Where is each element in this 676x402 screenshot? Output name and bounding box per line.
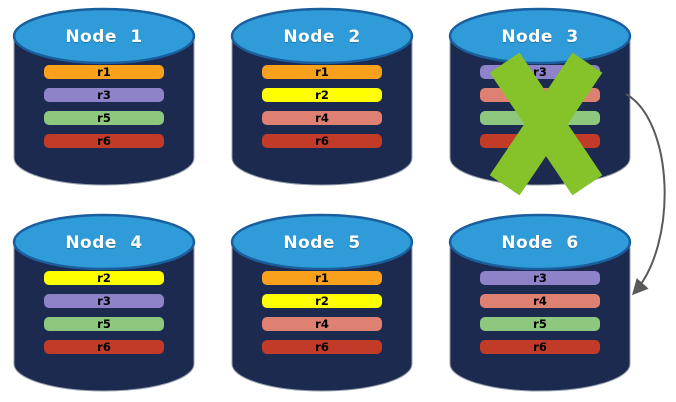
node-grid: Node 1 r1 r3 r5 r6 Node 2 r1 r2 r4 r6 Node 3 xyxy=(12,6,632,394)
replica-rows: r3 r4 r5 r6 xyxy=(480,65,600,148)
replica-row: r3 xyxy=(480,271,600,285)
replica-row-label: r1 xyxy=(97,65,111,79)
replica-row-label: r3 xyxy=(533,271,547,285)
replica-row: r6 xyxy=(262,340,382,354)
replica-row-label: r5 xyxy=(533,317,547,331)
replica-row-label: r6 xyxy=(315,340,329,354)
replica-row-label: r1 xyxy=(315,65,329,79)
replica-row-label: r6 xyxy=(97,134,111,148)
node-title: Node 2 xyxy=(283,27,361,47)
replica-row-label: r1 xyxy=(315,271,329,285)
replica-rows: r1 r2 r4 r6 xyxy=(262,271,382,354)
replica-row: r2 xyxy=(262,294,382,308)
node-title: Node 4 xyxy=(65,233,143,253)
replica-rows: r1 r3 r5 r6 xyxy=(44,65,164,148)
replica-row: r6 xyxy=(480,134,600,148)
replica-row-label: r6 xyxy=(315,134,329,148)
replica-row-label: r2 xyxy=(97,271,111,285)
replica-row-label: r6 xyxy=(97,340,111,354)
replica-row-label: r5 xyxy=(533,111,547,125)
replica-row: r4 xyxy=(480,88,600,102)
replica-row: r4 xyxy=(262,111,382,125)
node-3: Node 3 r3 r4 r5 r6 xyxy=(448,6,632,196)
replica-row: r6 xyxy=(44,134,164,148)
replica-row-label: r3 xyxy=(533,65,547,79)
replica-row: r6 xyxy=(44,340,164,354)
replica-row: r5 xyxy=(480,111,600,125)
node-title: Node 6 xyxy=(501,233,579,253)
replica-row: r6 xyxy=(480,340,600,354)
replica-row: r4 xyxy=(262,317,382,331)
replica-row-label: r4 xyxy=(533,88,547,102)
replica-row: r1 xyxy=(262,65,382,79)
replica-row-label: r2 xyxy=(315,88,329,102)
replica-row: r2 xyxy=(44,271,164,285)
replica-row-label: r3 xyxy=(97,88,111,102)
replica-row-label: r5 xyxy=(97,317,111,331)
replica-row-label: r3 xyxy=(97,294,111,308)
replica-row: r3 xyxy=(44,88,164,102)
replica-row-label: r2 xyxy=(315,294,329,308)
replica-row: r4 xyxy=(480,294,600,308)
replica-row-label: r4 xyxy=(315,317,329,331)
replica-row-label: r6 xyxy=(533,340,547,354)
replica-row-label: r6 xyxy=(533,134,547,148)
replica-rows: r3 r4 r5 r6 xyxy=(480,271,600,354)
replica-row-label: r4 xyxy=(315,111,329,125)
node-6: Node 6 r3 r4 r5 r6 xyxy=(448,212,632,394)
replica-row-label: r4 xyxy=(533,294,547,308)
node-title: Node 1 xyxy=(65,27,143,47)
replica-row: r5 xyxy=(44,111,164,125)
node-title: Node 3 xyxy=(501,27,579,47)
replica-row: r5 xyxy=(44,317,164,331)
node-5: Node 5 r1 r2 r4 r6 xyxy=(230,212,414,394)
replica-row: r6 xyxy=(262,134,382,148)
node-2: Node 2 r1 r2 r4 r6 xyxy=(230,6,414,188)
replica-row: r3 xyxy=(44,294,164,308)
node-4: Node 4 r2 r3 r5 r6 xyxy=(12,212,196,394)
replica-rows: r2 r3 r5 r6 xyxy=(44,271,164,354)
replica-rows: r1 r2 r4 r6 xyxy=(262,65,382,148)
replica-row-label: r5 xyxy=(97,111,111,125)
replica-row: r5 xyxy=(480,317,600,331)
replica-row: r2 xyxy=(262,88,382,102)
replica-row: r1 xyxy=(262,271,382,285)
node-1: Node 1 r1 r3 r5 r6 xyxy=(12,6,196,188)
node-title: Node 5 xyxy=(283,233,361,253)
replica-row: r1 xyxy=(44,65,164,79)
replica-row: r3 xyxy=(480,65,600,79)
